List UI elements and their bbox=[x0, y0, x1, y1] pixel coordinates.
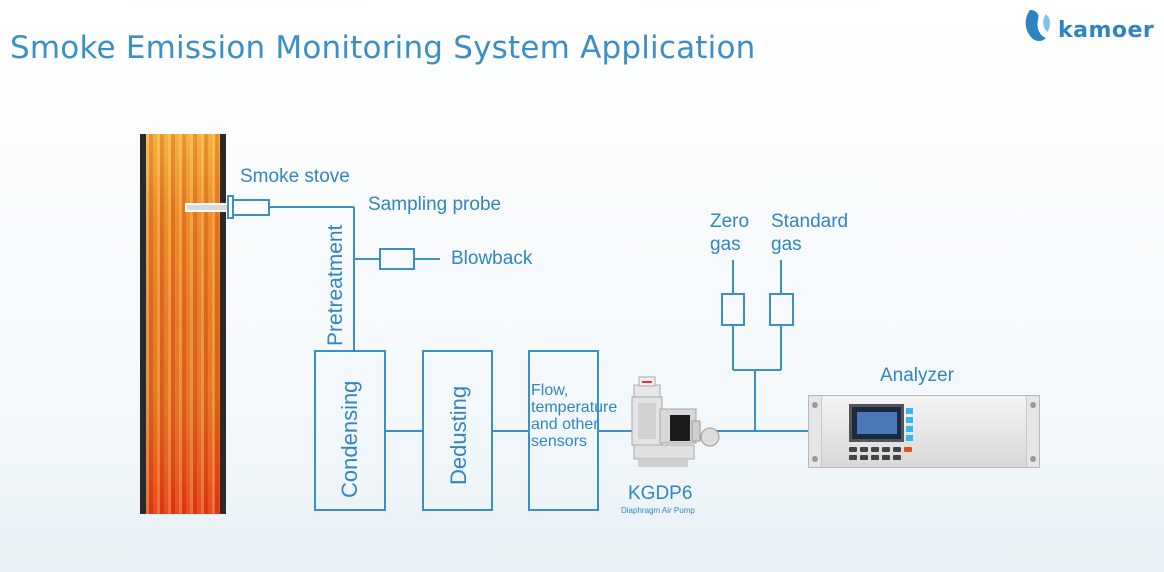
mount-hole bbox=[1030, 456, 1036, 462]
mount-hole bbox=[812, 456, 818, 462]
label-pump-desc: Diaphragm Air Pump bbox=[621, 506, 695, 515]
mount-hole bbox=[1030, 402, 1036, 408]
label-smoke-stove: Smoke stove bbox=[240, 166, 350, 187]
label-pump-model: KGDP6 bbox=[628, 483, 693, 504]
analyzer-left-rail bbox=[809, 396, 822, 467]
analyzer-right-rail bbox=[1026, 396, 1039, 467]
page-title: Smoke Emission Monitoring System Applica… bbox=[10, 30, 756, 66]
dedusting-box bbox=[422, 350, 493, 511]
label-sampling-probe: Sampling probe bbox=[368, 194, 502, 215]
flame-fill bbox=[146, 134, 220, 514]
diaphragm-pump-illustration bbox=[631, 376, 720, 467]
label-standard-gas: Standard gas bbox=[771, 211, 849, 255]
condensing-box bbox=[314, 350, 386, 511]
label-dedusting: Dedusting bbox=[446, 385, 471, 485]
analyzer-unit bbox=[808, 395, 1040, 468]
label-condensing: Condensing bbox=[337, 380, 362, 498]
sensors-box bbox=[528, 350, 599, 511]
label-zero-gas: Zero gas bbox=[710, 211, 750, 255]
kamoer-logo-mark bbox=[1025, 10, 1050, 41]
label-sensors: Flow, temperature and other sensors bbox=[531, 382, 618, 450]
label-blowback: Blowback bbox=[451, 248, 533, 269]
label-pretreatment: Pretreatment bbox=[324, 224, 347, 346]
smoke-stack bbox=[140, 134, 226, 514]
brand-name: kamoer bbox=[1058, 18, 1155, 43]
mount-hole bbox=[812, 402, 818, 408]
analyzer-screen bbox=[849, 404, 904, 442]
label-analyzer: Analyzer bbox=[880, 365, 954, 386]
